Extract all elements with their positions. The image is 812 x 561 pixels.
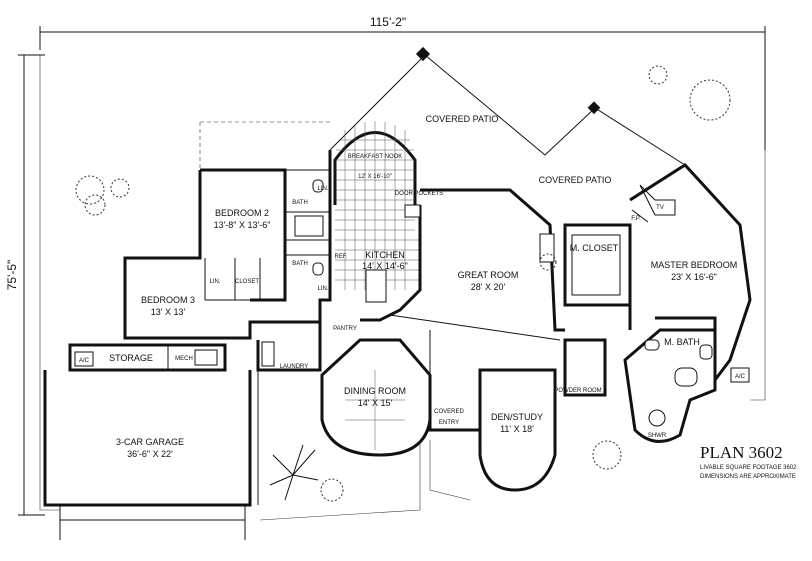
- depth-dimension-label: 75'-5": [5, 260, 19, 291]
- width-dimension-label: 115'-2": [370, 15, 406, 29]
- ac-unit: [730, 367, 750, 383]
- covered-entry-label-1: COVERED: [434, 409, 464, 415]
- room-name-dining-room: DINING ROOM: [344, 386, 406, 396]
- kitchen-counter: [404, 204, 421, 218]
- toilet: [312, 179, 324, 193]
- bath-label: BATH: [292, 261, 308, 267]
- room-name-great-room: GREAT ROOM: [458, 270, 519, 280]
- toilet: [699, 344, 713, 360]
- room-size-bedroom-2: 13'-8" X 13'-6": [214, 220, 271, 230]
- room-size-master-bedroom: 23' X 16'-6": [671, 272, 717, 282]
- plan-disclaimer: DIMENSIONS ARE APPROXIMATE: [700, 474, 796, 480]
- shower: [648, 409, 666, 427]
- plant-icon: [648, 65, 731, 121]
- linen-label: LIN.: [209, 279, 220, 285]
- sink: [644, 339, 660, 351]
- closet-label: CLOSET: [235, 279, 259, 285]
- room-name-master-bedroom: MASTER BEDROOM: [651, 260, 738, 270]
- room-size-dining-room: 14' X 15': [358, 398, 393, 408]
- room-size-bedroom-3: 13' X 13': [151, 307, 186, 317]
- kitchen-island: [365, 269, 387, 303]
- room-name-covered-patio-1: COVERED PATIO: [426, 114, 499, 124]
- toilet: [312, 262, 324, 276]
- ac-label: A/C: [735, 374, 746, 380]
- room-name-den-study: DEN/STUDY: [491, 412, 543, 422]
- master-tub: [674, 367, 698, 387]
- bath-label: BATH: [292, 200, 308, 206]
- room-size-breakfast-nook: 12' X 16'-10": [358, 174, 392, 180]
- washer-dryer: [261, 341, 275, 367]
- room-name-bedroom-3: BEDROOM 3: [141, 295, 195, 305]
- fireplace: [539, 233, 555, 263]
- fireplace-label: F.P.: [631, 216, 641, 222]
- m-closet-label: M. CLOSET: [570, 243, 619, 253]
- m-bath-label: M. BATH: [664, 337, 700, 347]
- storage-label: STORAGE: [109, 353, 153, 363]
- room-name-breakfast-nook: BREAKFAST NOOK: [348, 154, 403, 160]
- room-size-den-study: 11' X 18': [500, 424, 534, 434]
- refrigerator-label: REF.: [334, 254, 347, 260]
- water-heater: [194, 349, 218, 366]
- patio-overhang: [199, 121, 330, 170]
- plant-icon: [539, 253, 557, 271]
- plan-square-footage: LIVABLE SQUARE FOOTAGE 3602: [700, 465, 797, 471]
- plant-icon: [75, 175, 130, 216]
- laundry-label: LAUNDRY: [280, 364, 309, 370]
- linen-label: LIN.: [317, 286, 328, 292]
- overall-width-dimension: 115'-2": [39, 14, 766, 150]
- powder-room-label: POWDER ROOM: [554, 388, 601, 394]
- lot-line: [39, 55, 766, 511]
- room-name-kitchen: KITCHEN: [365, 250, 405, 260]
- ac-unit: [74, 351, 94, 367]
- patio-column: [587, 101, 601, 115]
- shower-label: SHWR: [648, 433, 667, 439]
- linen-label: LIN.: [317, 186, 328, 192]
- door-pockets-label: DOOR POCKETS: [395, 191, 443, 197]
- plant-icon: [592, 440, 622, 470]
- plan-title: PLAN 3602: [700, 443, 783, 462]
- room-name-garage: 3-CAR GARAGE: [116, 437, 184, 447]
- patio-outline: [329, 54, 686, 166]
- ac-label: A/C: [79, 358, 90, 364]
- palm-tree-icon: [269, 444, 344, 502]
- bathtub: [294, 215, 324, 237]
- tv-label: TV: [656, 205, 664, 211]
- room-size-great-room: 28' X 20': [471, 282, 506, 292]
- room-name-bedroom-2: BEDROOM 2: [215, 208, 269, 218]
- room-size-kitchen: 14' X 14'-6": [362, 261, 408, 271]
- room-name-covered-patio-2: COVERED PATIO: [539, 175, 612, 185]
- covered-entry-label-2: ENTRY: [439, 420, 459, 426]
- overall-depth-dimension: 75'-5": [4, 54, 45, 516]
- room-size-garage: 36'-6" X 22': [127, 449, 173, 459]
- pantry-label: PANTRY: [333, 326, 357, 332]
- mech-label: MECH: [175, 356, 193, 362]
- patio-column: [415, 46, 431, 62]
